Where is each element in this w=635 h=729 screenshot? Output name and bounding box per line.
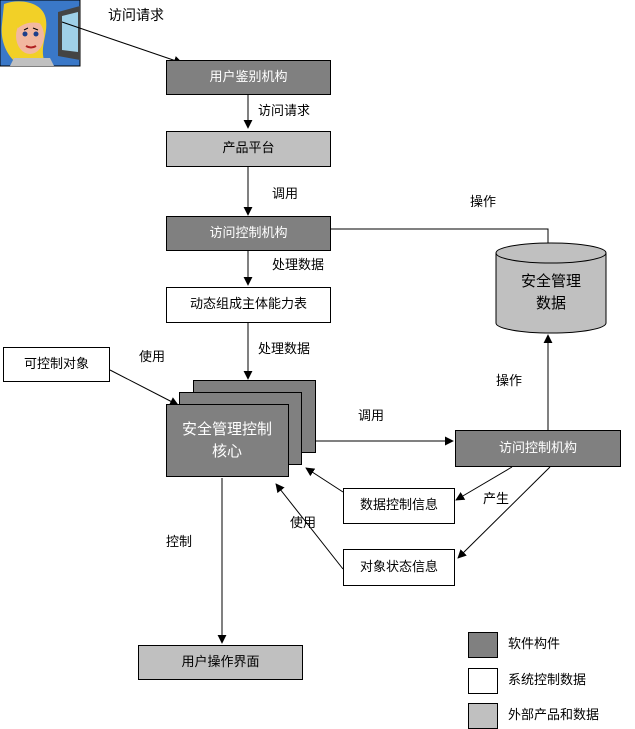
security-core-label: 安全管理控制 核心 [166,404,288,476]
access-control-top-box: 访问控制机构 [166,216,331,251]
legend-swatch-external-product-data [468,703,498,729]
edge-label-access-request-2: 访问请求 [258,104,311,119]
security-data-line2: 数据 [535,294,566,312]
legend-label-external-product-data: 外部产品和数据 [508,708,600,723]
product-platform-box: 产品平台 [166,131,331,167]
legend-swatch-system-control-data [468,668,498,694]
core-layer-front [166,404,289,477]
database-cylinder [495,242,607,334]
edge-label-process-data-1: 处理数据 [272,258,325,273]
security-core-line2: 核心 [211,442,242,460]
security-data-label: 安全管理 数据 [496,258,606,326]
user-ui-box: 用户操作界面 [138,645,303,680]
security-core-line1: 安全管理控制 [181,420,272,438]
object-state-info-box: 对象状态信息 [343,549,455,586]
dynamic-table-box: 动态组成主体能力表 [166,287,331,323]
data-control-info-box: 数据控制信息 [343,488,455,524]
edge-label-process-data-2: 处理数据 [258,342,311,357]
edge-label-control: 控制 [166,535,193,550]
edge-label-operate-top: 操作 [470,195,497,210]
legend-label-software-component: 软件构件 [508,637,561,652]
user-auth-box: 用户鉴别机构 [166,60,331,95]
legend-swatch-software-component [468,632,498,658]
edge-label-call-1: 调用 [272,187,299,202]
user-at-computer-icon [0,0,81,67]
edge-label-use-2: 使用 [290,516,317,531]
edge-label-call-2: 调用 [358,409,385,424]
edge-label-generate: 产生 [483,492,510,507]
edge-label-access-request-1: 访问请求 [108,8,164,24]
edge-label-use-1: 使用 [139,350,166,365]
legend-label-system-control-data: 系统控制数据 [508,673,587,688]
controllable-object-box: 可控制对象 [3,347,110,382]
security-data-line1: 安全管理 [520,272,581,290]
access-control-right-box: 访问控制机构 [455,430,621,467]
edge-label-operate-right: 操作 [496,374,523,389]
